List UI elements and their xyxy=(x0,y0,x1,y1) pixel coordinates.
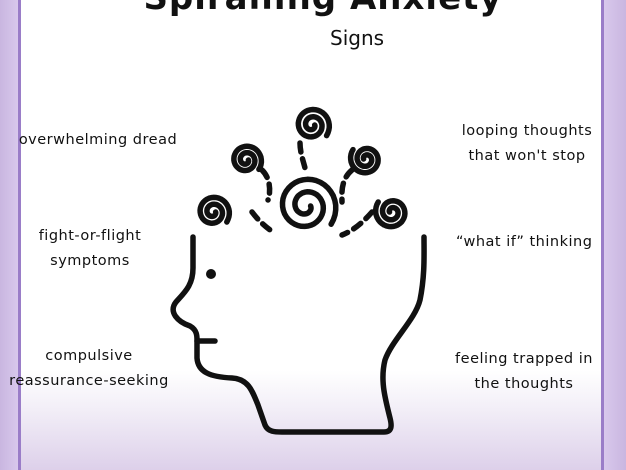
sign-text: feeling trapped in xyxy=(455,351,593,367)
spiral-icon xyxy=(231,143,265,174)
sign-looping-thoughts: looping thoughts that won't stop xyxy=(452,119,602,169)
head-outline xyxy=(170,234,427,435)
sign-text: looping thoughts xyxy=(461,123,593,139)
page-title: Spiralling Anxiety xyxy=(0,0,626,18)
frame-panel xyxy=(18,0,604,470)
sign-text: that won't stop xyxy=(468,148,586,164)
sign-overwhelming-dread: overwhelming dread xyxy=(18,128,178,153)
sign-text: overwhelming dread xyxy=(18,132,178,148)
sign-text: symptoms xyxy=(50,253,130,269)
sign-feeling-trapped: feeling trapped in the thoughts xyxy=(444,347,604,397)
sign-text: the thoughts xyxy=(474,376,574,392)
sign-text: fight-or-flight xyxy=(38,228,142,244)
spiral-icon xyxy=(197,194,233,226)
spiral-icon xyxy=(372,198,408,230)
sign-text: reassurance-seeking xyxy=(9,373,169,389)
spiral-icon xyxy=(279,176,339,230)
sign-text: “what if” thinking xyxy=(456,234,593,250)
spiral-icon xyxy=(295,106,333,140)
page-subtitle: Signs xyxy=(330,26,385,50)
sign-fight-or-flight: fight-or-flight symptoms xyxy=(20,224,160,274)
dashed-connectors xyxy=(249,140,375,238)
sign-reassurance-seeking: compulsive reassurance-seeking xyxy=(4,344,174,394)
sign-text: compulsive xyxy=(45,348,133,364)
sign-what-if-thinking: “what if” thinking xyxy=(456,230,626,255)
spiral-icon xyxy=(347,145,381,176)
eye-dot xyxy=(206,269,216,279)
